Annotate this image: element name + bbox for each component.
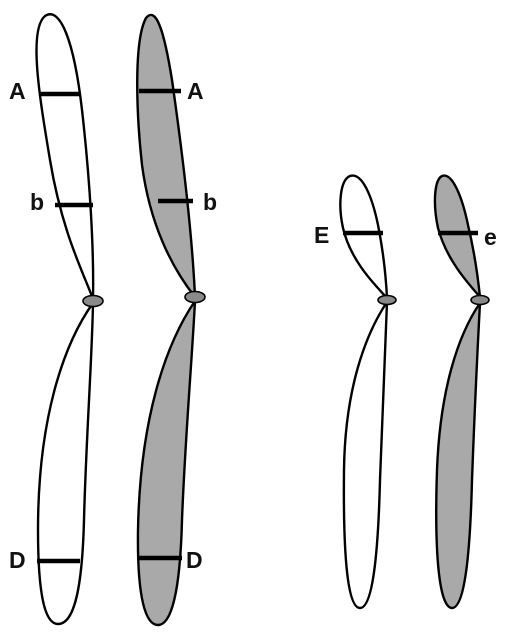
label-D-large-gray: D	[186, 547, 203, 573]
chromosome-large-white-lower-arm	[36, 301, 95, 626]
chromosome-large-gray: A b D	[136, 13, 217, 627]
centromere-small-white	[377, 294, 397, 306]
chromosome-small-gray-upper-arm	[433, 174, 482, 299]
label-D-large-white: D	[9, 547, 26, 573]
centromere-large-white	[82, 294, 104, 308]
chromosome-small-gray-lower-arm	[435, 301, 482, 610]
label-A-large-white: A	[9, 78, 26, 104]
chromosome-small-white: E	[314, 174, 397, 610]
label-b-large-gray: b	[203, 189, 217, 215]
label-E-small-white: E	[314, 222, 329, 248]
label-b-large-white: b	[30, 189, 44, 215]
centromere-large-gray	[184, 290, 206, 304]
chromosome-small-gray: e	[433, 174, 497, 610]
chromosome-small-white-lower-arm	[342, 300, 389, 610]
label-e-small-gray: e	[484, 224, 497, 250]
centromere-small-gray	[470, 294, 490, 306]
chromosome-large-gray-upper-arm	[136, 13, 197, 299]
chromosome-small-white-upper-arm	[339, 174, 389, 300]
chromosome-large-white-upper-arm	[35, 13, 95, 301]
label-A-large-gray: A	[187, 78, 204, 104]
chromosome-large-gray-lower-arm	[136, 299, 197, 627]
chromosome-large-white: A b D	[9, 13, 104, 626]
